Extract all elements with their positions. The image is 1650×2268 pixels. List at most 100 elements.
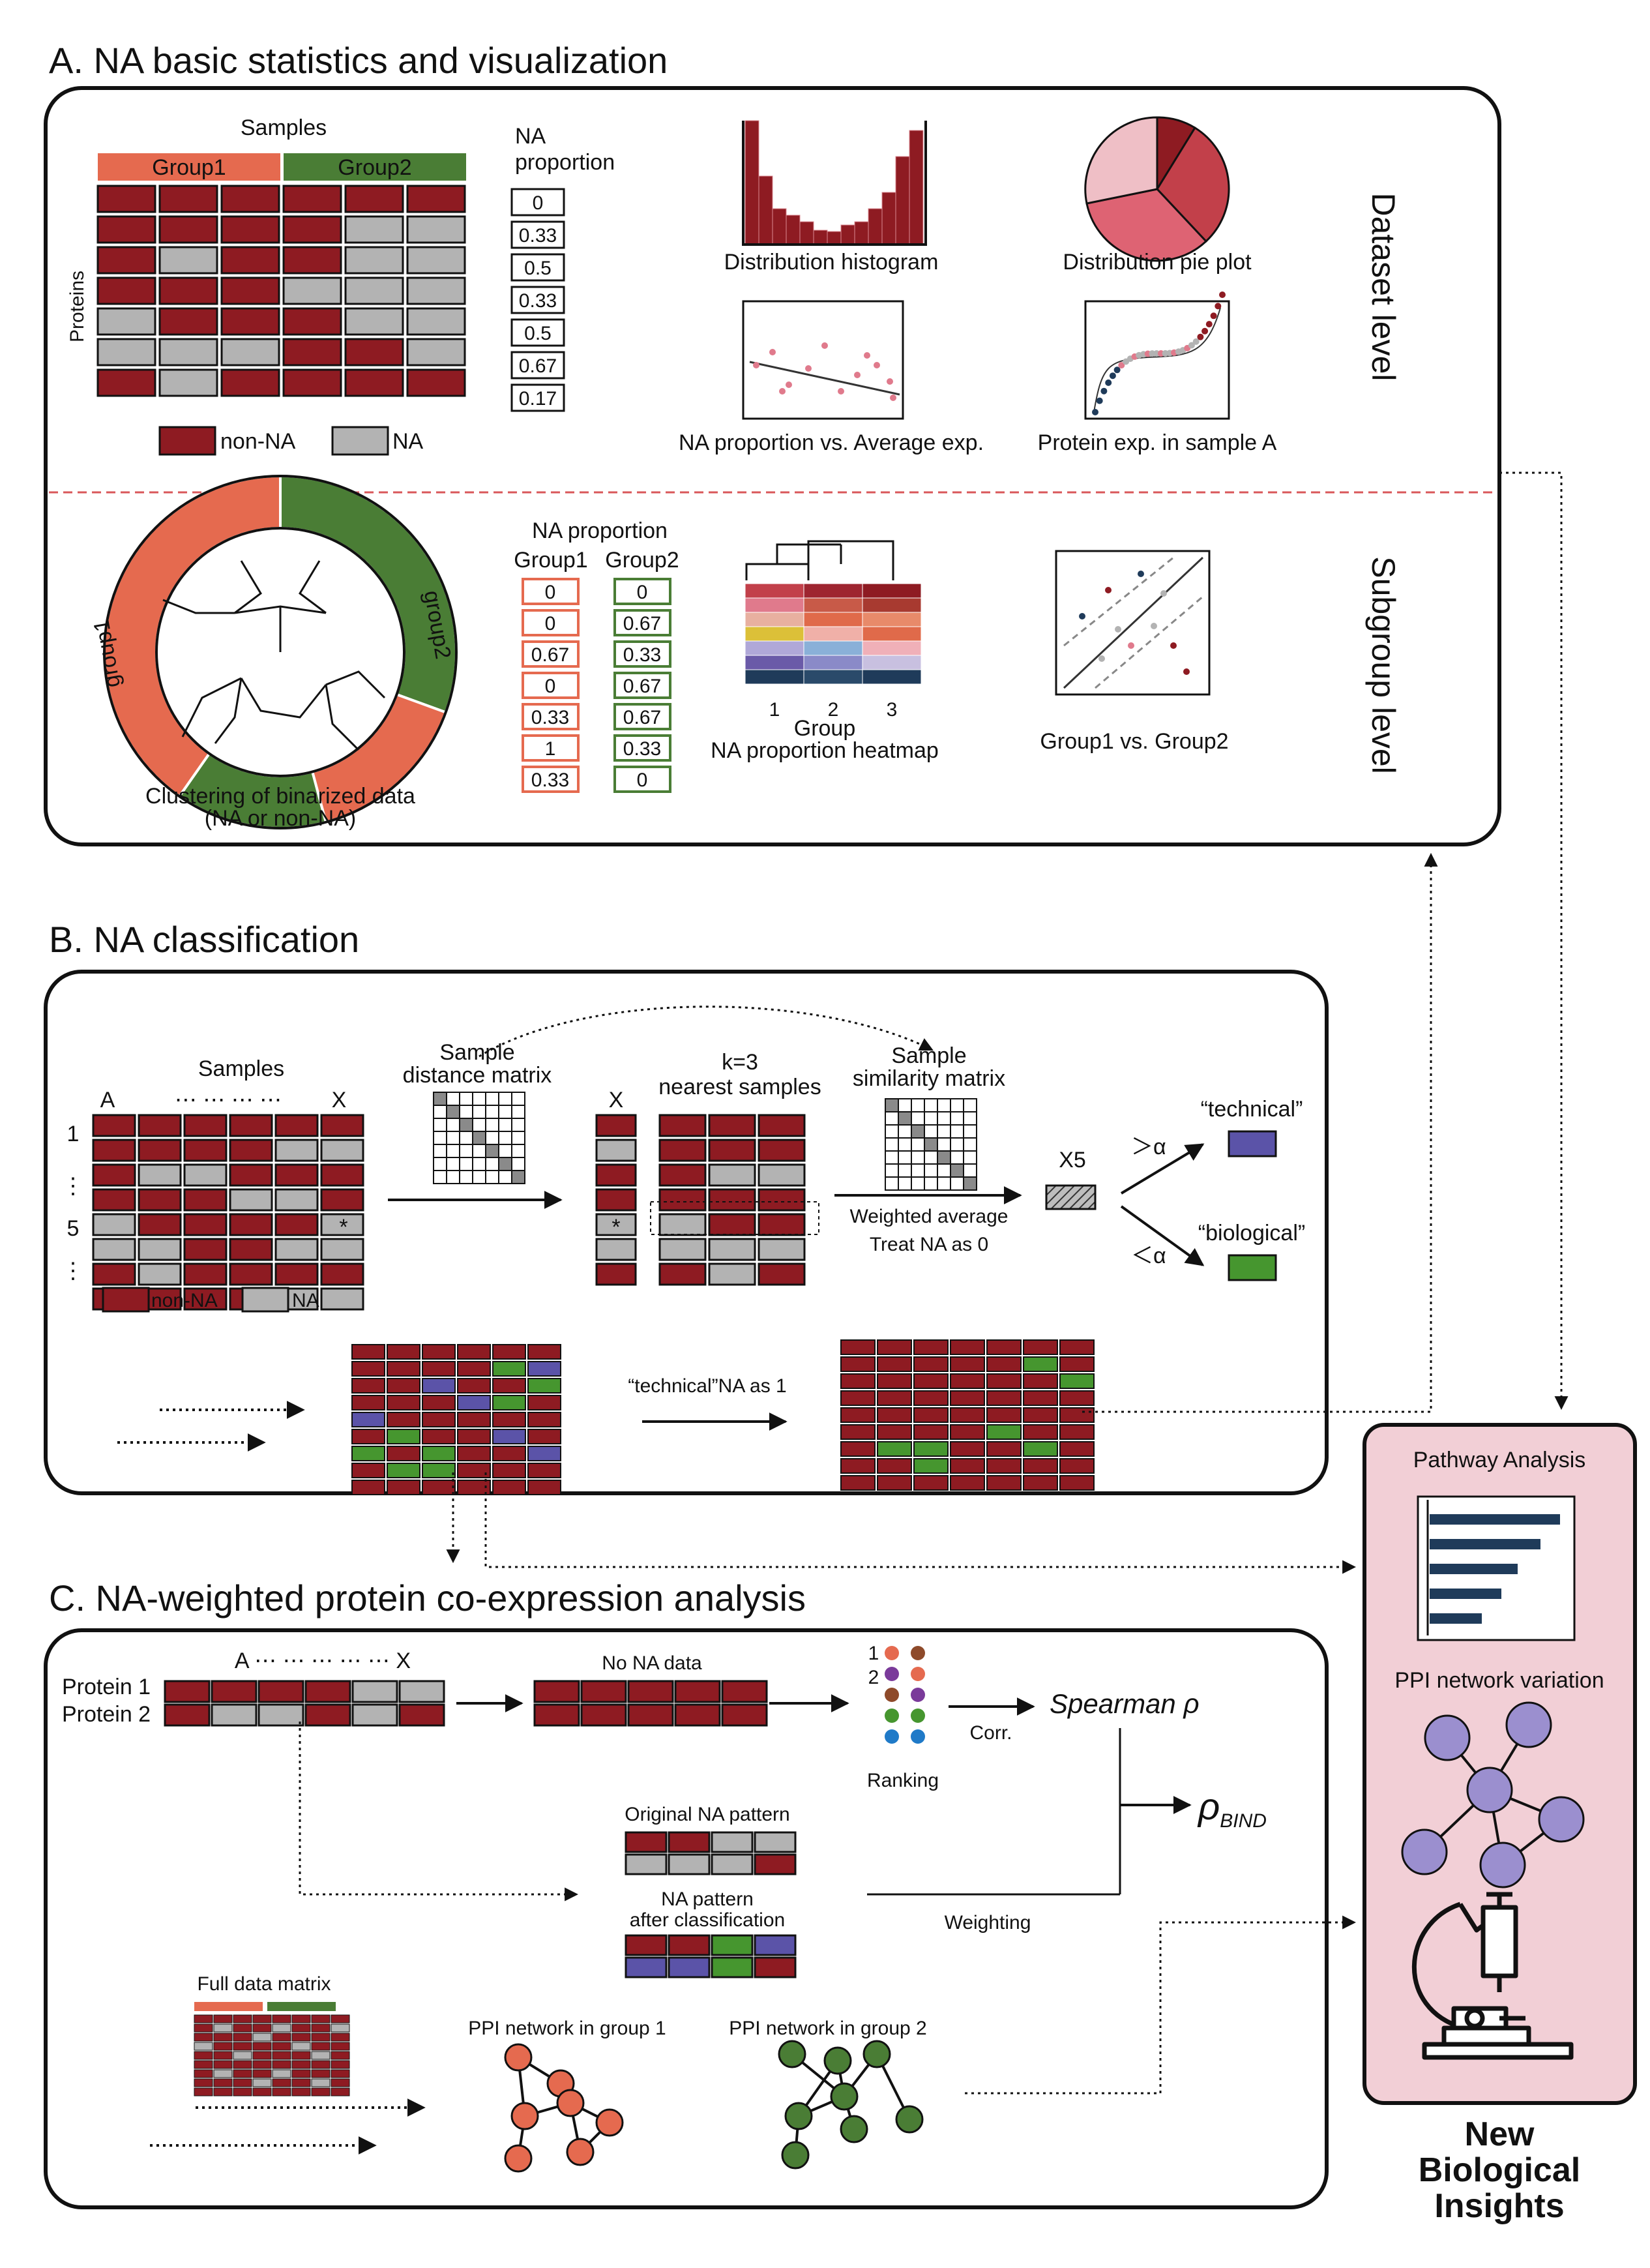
classified-cell bbox=[351, 1480, 385, 1495]
binarized-cell bbox=[950, 1390, 985, 1406]
full-matrix-cell bbox=[233, 2051, 252, 2060]
matrix-icon-cell bbox=[498, 1170, 512, 1184]
na-matrix-cell bbox=[96, 307, 156, 336]
na-matrix-cell bbox=[220, 307, 280, 336]
knn-label-2: nearest samples bbox=[658, 1075, 821, 1099]
na-matrix-cell bbox=[96, 368, 156, 397]
binarized-cell bbox=[986, 1441, 1022, 1457]
original-pattern-cell bbox=[754, 1853, 797, 1875]
matrix-icon-cell bbox=[924, 1137, 938, 1152]
ppi-network-group1 bbox=[504, 2043, 624, 2173]
network-node bbox=[504, 2043, 533, 2072]
binarized-cell bbox=[1059, 1424, 1095, 1440]
classified-cell bbox=[351, 1344, 385, 1360]
binarized-cell bbox=[877, 1424, 912, 1440]
classified-cell bbox=[492, 1412, 526, 1427]
classified-cell bbox=[527, 1361, 561, 1377]
expression-point bbox=[1219, 291, 1226, 298]
knn-cell bbox=[758, 1213, 806, 1236]
b-matrix-cell bbox=[229, 1262, 273, 1286]
binarized-cell bbox=[1059, 1441, 1095, 1457]
cluster-caption-2: (NA or non-NA) bbox=[205, 806, 356, 831]
full-matrix-cell bbox=[233, 2078, 252, 2087]
b-matrix-cell bbox=[183, 1139, 228, 1162]
heatmap-tick: 2 bbox=[828, 699, 839, 721]
binarized-cell bbox=[950, 1356, 985, 1372]
matrix-icon-cell bbox=[485, 1157, 499, 1171]
na-proportion-box bbox=[510, 286, 565, 314]
no-na-cell bbox=[627, 1680, 674, 1703]
knn-cell bbox=[758, 1262, 806, 1286]
full-matrix-cell bbox=[252, 2069, 272, 2078]
matrix-icon-cell bbox=[911, 1176, 925, 1191]
binarized-cell bbox=[1059, 1390, 1095, 1406]
b-matrix-cell bbox=[320, 1188, 364, 1212]
original-pattern-cell bbox=[711, 1853, 754, 1875]
expression-point bbox=[1188, 342, 1195, 349]
matrix-icon-cell bbox=[950, 1137, 964, 1152]
b-matrix-cell bbox=[229, 1114, 273, 1137]
histogram-bar bbox=[813, 230, 828, 245]
classified-cell bbox=[527, 1446, 561, 1461]
full-matrix-cell bbox=[252, 2023, 272, 2033]
heatmap-cell bbox=[803, 655, 863, 670]
b-x-star: * bbox=[611, 1215, 620, 1240]
classified-cell bbox=[492, 1480, 526, 1495]
na-matrix-cell bbox=[344, 307, 404, 336]
classified-cell bbox=[351, 1378, 385, 1394]
b-matrix-cell bbox=[320, 1238, 364, 1261]
insights-title-2: Biological bbox=[1419, 2151, 1580, 2189]
scatter-point bbox=[821, 342, 828, 349]
matrix-icon-cell bbox=[963, 1111, 977, 1126]
protein-pair-cell bbox=[351, 1680, 398, 1703]
expression-point bbox=[1096, 397, 1103, 404]
matrix-icon-cell bbox=[924, 1150, 938, 1165]
na-matrix-cell bbox=[344, 368, 404, 397]
matrix-icon-cell bbox=[911, 1098, 925, 1112]
expression-point bbox=[1113, 366, 1121, 374]
knn-cell bbox=[758, 1238, 806, 1261]
heatmap-cell bbox=[744, 612, 804, 627]
b-col-dots: ⋯ ⋯ ⋯ ⋯ bbox=[175, 1088, 282, 1112]
heatmap-cell bbox=[744, 583, 804, 599]
na-matrix-cell bbox=[282, 246, 342, 275]
subgroup-group1-value: 0.33 bbox=[531, 707, 569, 728]
comparison-point bbox=[1183, 668, 1190, 675]
dotted-a-to-insights bbox=[1499, 471, 1569, 1410]
classified-na-pattern bbox=[625, 1934, 797, 1978]
binarized-cell bbox=[986, 1424, 1022, 1440]
classified-cell bbox=[387, 1463, 420, 1478]
binarized-cell bbox=[840, 1424, 876, 1440]
pathway-bar bbox=[1430, 1539, 1540, 1549]
na-matrix-cell bbox=[96, 185, 156, 213]
subgroup-group2-value: 0.67 bbox=[623, 613, 661, 634]
matrix-icon-cell bbox=[924, 1111, 938, 1126]
b-matrix-cell bbox=[138, 1238, 182, 1261]
matrix-icon-cell bbox=[459, 1131, 473, 1145]
subgroup-group1-box bbox=[522, 672, 580, 699]
b-matrix-cell bbox=[92, 1188, 136, 1212]
full-matrix-cell bbox=[311, 2069, 331, 2078]
matrix-icon-cell bbox=[950, 1150, 964, 1165]
na-matrix-cell bbox=[220, 368, 280, 397]
binarized-cell bbox=[840, 1441, 876, 1457]
weighted-label-1: Weighted average bbox=[850, 1206, 1009, 1227]
expression-point bbox=[1215, 303, 1222, 310]
subgroup-group1-value: 0.33 bbox=[531, 769, 569, 791]
na-matrix-cell bbox=[96, 246, 156, 275]
na-matrix-cell bbox=[220, 276, 280, 305]
full-matrix-label: Full data matrix bbox=[197, 1973, 331, 1995]
na-proportion-value: 0 bbox=[533, 192, 544, 214]
full-matrix-cell bbox=[311, 2078, 331, 2087]
binarized-cell bbox=[840, 1475, 876, 1491]
x-column-cell bbox=[595, 1188, 637, 1212]
classified-cell bbox=[422, 1480, 456, 1495]
no-na-cell bbox=[721, 1680, 768, 1703]
network-node bbox=[1505, 1701, 1552, 1748]
matrix-icon-cell bbox=[911, 1163, 925, 1178]
classified-cell bbox=[527, 1412, 561, 1427]
b-matrix-cell bbox=[274, 1188, 319, 1212]
heatmap-cell bbox=[803, 597, 863, 613]
legend-non-na-swatch bbox=[158, 426, 216, 456]
